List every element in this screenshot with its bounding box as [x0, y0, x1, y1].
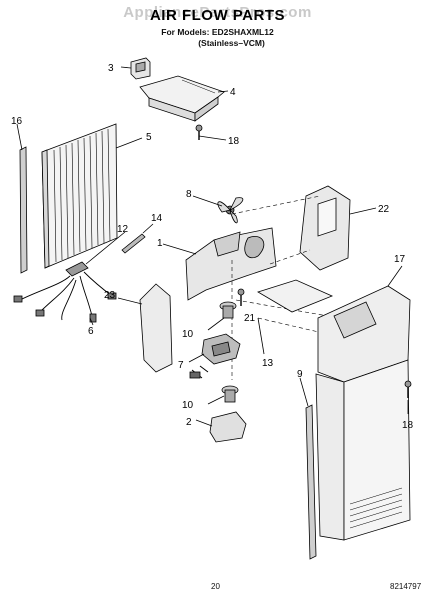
part-13-rear-plate: [257, 279, 334, 355]
callout-12: 12: [117, 224, 129, 235]
callout-1: 1: [157, 238, 163, 249]
callout-18-lower: 18: [402, 420, 414, 431]
page-title: AIR FLOW PARTS: [149, 7, 286, 24]
callout-21: 21: [244, 313, 256, 324]
part-4-duct-cover: [139, 75, 229, 122]
callout-13: 13: [262, 358, 274, 369]
callout-17: 17: [394, 254, 406, 265]
part-18-screw-lower: [404, 380, 412, 414]
part-9-gasket: [299, 377, 317, 560]
callout-14: 14: [151, 213, 163, 224]
callout-labels: 3 4 18 16 5 8 22 14 12 1 17 23 21 6 10 7…: [11, 63, 414, 431]
part-8-fan-blade: [192, 195, 244, 224]
callout-7: 7: [178, 360, 184, 371]
part-10-grommet-upper: [207, 301, 237, 331]
callout-23: 23: [104, 290, 116, 301]
part-22-rear-bracket: [299, 185, 377, 271]
part-12-6-wiring-harness: [13, 231, 126, 326]
part-16-gasket: [16, 123, 28, 274]
part-23-air-deflector: [117, 283, 173, 373]
part-10-grommet-lower: [207, 385, 239, 405]
part-3-bracket: [120, 57, 151, 80]
variant-line: (Stainless–VCM): [198, 38, 265, 48]
models-line: For Models: ED2SHAXML12: [161, 27, 274, 37]
callout-9: 9: [297, 369, 303, 380]
callout-3: 3: [108, 63, 114, 74]
document-number: 8214797: [390, 582, 422, 591]
page-number: 20: [211, 582, 220, 591]
part-5-evaporator-cover: [41, 123, 143, 269]
callout-2: 2: [186, 417, 192, 428]
callout-8: 8: [186, 189, 192, 200]
part-7-fan-motor: [188, 333, 241, 379]
part-14-heater: [121, 223, 154, 254]
callout-10-upper: 10: [182, 329, 194, 340]
part-2-motor-bracket: [195, 411, 247, 443]
callout-16: 16: [11, 116, 23, 127]
callout-18-upper: 18: [228, 136, 240, 147]
watermark: AppliancePartsPros.com: [123, 4, 312, 21]
callout-10-lower: 10: [182, 400, 194, 411]
callout-5: 5: [146, 132, 152, 143]
callout-4: 4: [230, 87, 236, 98]
callout-6: 6: [88, 326, 94, 337]
part-1-fan-housing: [162, 227, 277, 301]
part-18-screw-upper: [195, 124, 227, 141]
model-info: For Models: ED2SHAXML12 (Stainless–VCM): [0, 27, 435, 49]
part-17-evaporator-panel: [315, 265, 411, 541]
callout-22: 22: [378, 204, 390, 215]
part-21-screw: [237, 288, 245, 306]
